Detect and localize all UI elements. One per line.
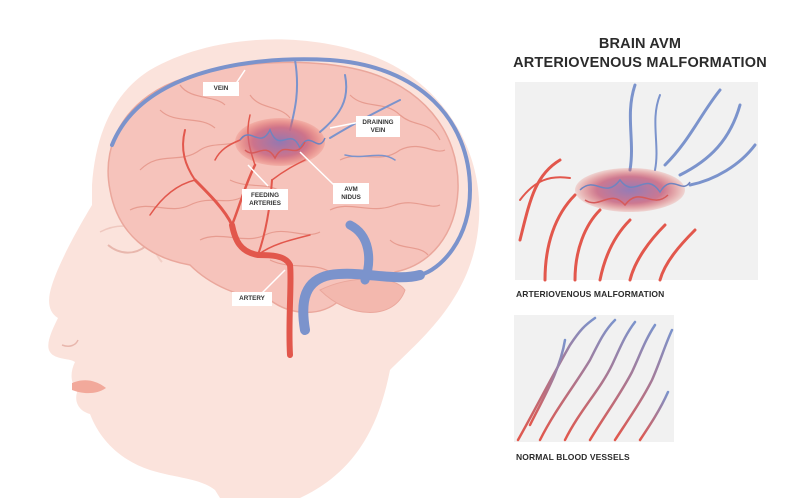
- nostril: [61, 339, 79, 347]
- normal-vessels-panel: [514, 315, 674, 442]
- label-vein-text: VEIN: [213, 85, 229, 92]
- label-vein: VEIN: [203, 82, 239, 96]
- caption-avm: ARTERIOVENOUS MALFORMATION: [516, 289, 665, 299]
- label-avm-nidus-line2: NIDUS: [341, 193, 361, 201]
- label-draining-vein-line2: VEIN: [370, 126, 386, 134]
- page-title-line2: ARTERIOVENOUS MALFORMATION: [513, 55, 767, 71]
- label-draining-vein: DRAINING VEIN: [356, 116, 400, 137]
- label-avm-nidus: AVM NIDUS: [333, 183, 369, 204]
- caption-normal-vessels: NORMAL BLOOD VESSELS: [516, 452, 630, 462]
- label-artery-text: ARTERY: [239, 295, 265, 302]
- avm-panel: [515, 82, 758, 282]
- label-feeding-arteries-line1: FEEDING: [251, 192, 279, 199]
- head-avm-nidus: [235, 118, 326, 166]
- label-feeding-arteries: FEEDING ARTERIES: [242, 189, 288, 210]
- closed-eye: [107, 244, 147, 254]
- label-draining-vein-line1: DRAINING: [362, 119, 394, 126]
- label-artery: ARTERY: [232, 292, 272, 306]
- label-feeding-arteries-line2: ARTERIES: [249, 199, 281, 207]
- cerebellum: [319, 278, 406, 313]
- page-title-line1: BRAIN AVM: [598, 36, 682, 52]
- lips: [72, 380, 106, 394]
- label-avm-nidus-line1: AVM: [344, 186, 358, 193]
